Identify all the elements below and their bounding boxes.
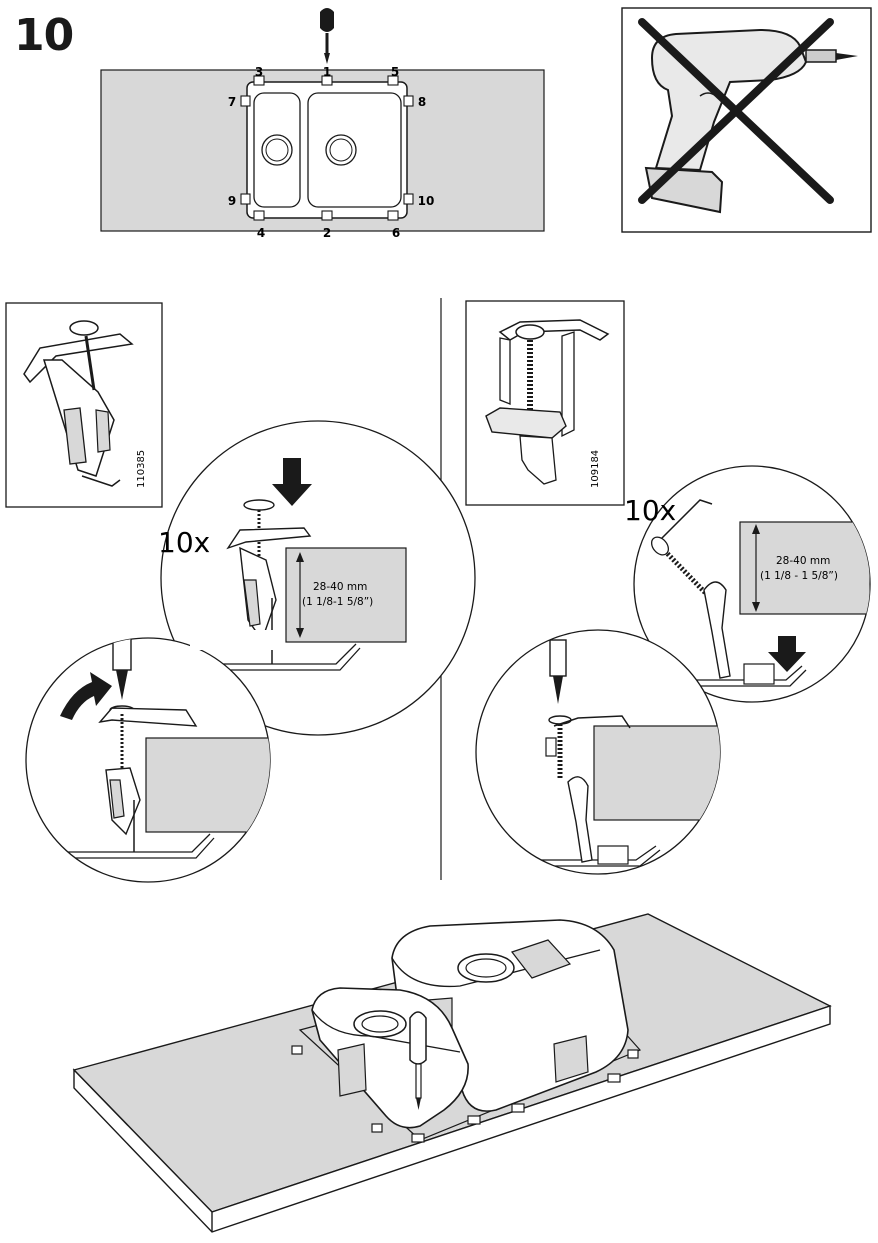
clip-1 — [321, 75, 333, 86]
down-arrow-icon — [272, 458, 312, 506]
clip-8 — [403, 95, 414, 107]
dimension-in-right: (1 1/8 - 1 5/8”) — [760, 570, 838, 582]
sink-installation-3d — [72, 913, 832, 1233]
clip-6 — [387, 210, 399, 221]
clip-number-7: 7 — [228, 95, 236, 109]
clip-number-8: 8 — [418, 95, 426, 109]
countertop-plan: 1 2 3 4 5 6 7 8 9 10 — [100, 65, 545, 240]
clip-9 — [240, 193, 251, 205]
clip-number-4: 4 — [257, 226, 265, 240]
clip-4 — [253, 210, 265, 221]
down-arrow-icon — [768, 636, 806, 672]
clip-number-2: 2 — [323, 226, 331, 240]
clip-3 — [253, 75, 265, 86]
clip-part-box-109184: 109184 — [465, 300, 625, 506]
detail-circle-left-bottom — [25, 630, 280, 883]
clip-part-box-110385: 110385 — [5, 302, 163, 508]
dimension-in-left: (1 1/8-1 5/8”) — [302, 596, 373, 608]
step-number: 10 — [14, 10, 74, 61]
clip-number-1: 1 — [323, 65, 331, 79]
detail-circle-right-bottom — [475, 629, 721, 875]
screwdriver-icon — [320, 8, 334, 64]
dimension-mm-left: 28-40 mm — [313, 581, 367, 593]
clip-10 — [403, 193, 414, 205]
curved-arrow-icon — [60, 672, 112, 720]
clip-number-6: 6 — [392, 226, 400, 240]
part-code-110385: 110385 — [136, 450, 147, 488]
clip-5 — [387, 75, 399, 86]
clip-number-5: 5 — [391, 65, 399, 79]
quantity-left: 10x — [158, 526, 210, 559]
quantity-right: 10x — [624, 494, 676, 527]
detail-circle-right-top: 28-40 mm (1 1/8 - 1 5/8”) — [633, 465, 871, 703]
clip-2 — [321, 210, 333, 221]
clip-number-9: 9 — [228, 194, 236, 208]
part-code-109184: 109184 — [590, 450, 601, 488]
dimension-mm-right: 28-40 mm — [776, 555, 830, 567]
detail-circle-left-top: 28-40 mm (1 1/8-1 5/8”) — [160, 420, 476, 736]
no-drill-icon — [621, 7, 872, 233]
clip-7 — [240, 95, 251, 107]
clip-number-10: 10 — [418, 194, 435, 208]
clip-number-3: 3 — [255, 65, 263, 79]
